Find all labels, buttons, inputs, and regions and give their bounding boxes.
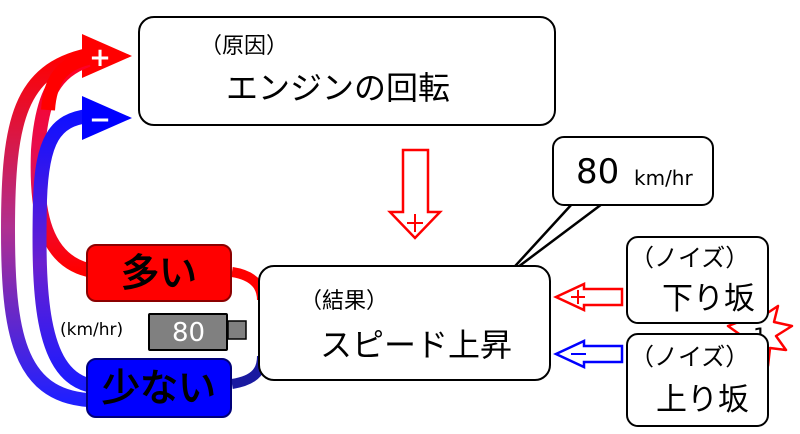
noise-down-box: （ノイズ） 下り坂	[626, 236, 769, 324]
few-label: 少ない	[101, 366, 216, 410]
speech-value: 80	[576, 152, 620, 192]
result-title: スピード上昇	[320, 326, 513, 364]
feedback-arrowhead-outer	[82, 34, 132, 78]
speech-unit: km/hr	[634, 166, 693, 190]
many-label: 多い	[120, 251, 197, 295]
gauge-display: 80	[148, 313, 228, 351]
cause-to-result-arrow	[387, 148, 443, 240]
gauge-knob	[227, 320, 247, 340]
gauge-value: 80	[172, 318, 206, 348]
cause-title: エンジンの回転	[226, 69, 451, 107]
plus-sign: +	[89, 43, 111, 73]
many-badge: 多い	[86, 244, 232, 302]
gauge-unit: (km/hr)	[60, 320, 124, 340]
cause-label: （原因）	[200, 34, 289, 59]
few-badge: 少ない	[86, 358, 232, 418]
result-box: （結果） スピード上昇	[258, 265, 551, 381]
noise-down-arrow	[553, 282, 624, 312]
cause-box: （原因） エンジンの回転	[138, 16, 556, 126]
noise-down-label: （ノイズ）	[630, 244, 750, 272]
feedback-arrowhead-blue	[82, 96, 132, 140]
speech-bubble: 80 km/hr	[552, 136, 714, 206]
noise-up-title: 上り坂	[656, 382, 749, 418]
feedback-arrow-outer	[0, 48, 90, 407]
minus-sign: −	[89, 105, 111, 135]
cause-arrow-plus-icon	[407, 214, 423, 232]
result-label: （結果）	[300, 289, 389, 314]
noise-down-title: 下り坂	[662, 281, 755, 317]
noise-up-label: （ノイズ）	[630, 343, 750, 371]
noise-up-arrow	[553, 339, 624, 369]
feedback-arrow-red-top	[41, 51, 90, 111]
feedback-arrow-blue	[32, 109, 91, 392]
noise-down-plus-icon	[571, 290, 585, 304]
noise-up-box: （ノイズ） 上り坂	[626, 333, 769, 427]
